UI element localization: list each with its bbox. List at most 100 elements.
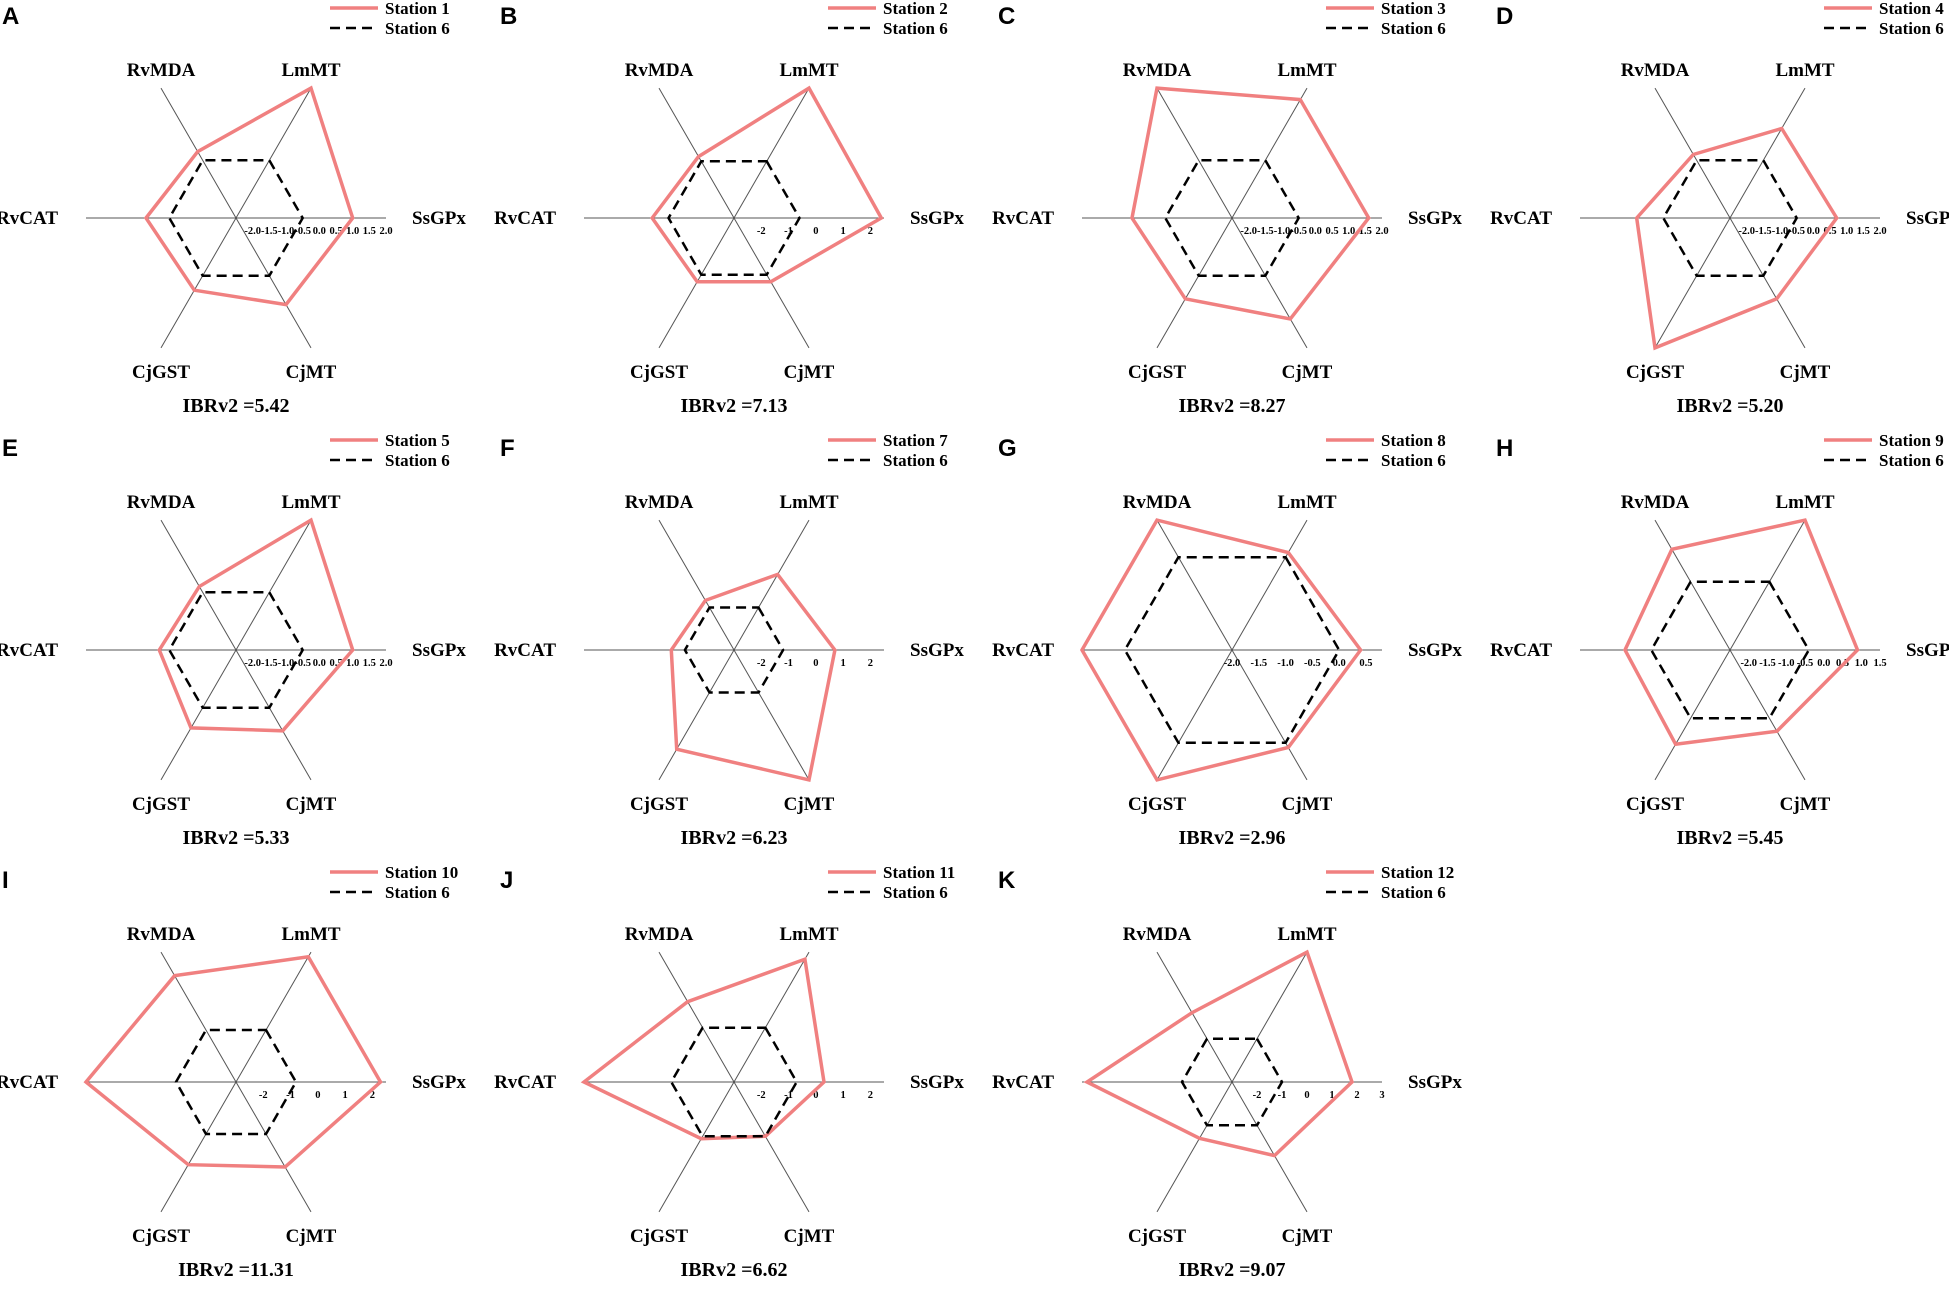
tick-label: -1.0 <box>278 658 295 669</box>
legend-label-station: Station 11 <box>883 863 955 882</box>
axis-label-ssgpx: SsGPx <box>412 640 466 661</box>
axis-line-cjmt <box>733 649 810 781</box>
axis-line-rvmda <box>1654 519 1731 651</box>
axis-label-ssgpx: SsGPx <box>1906 640 1949 661</box>
axis-label-cjgst: CjGST <box>1128 362 1186 383</box>
axis-label-rvcat: RvCAT <box>0 1072 58 1093</box>
axis-line-cjmt <box>235 1081 312 1213</box>
axis-label-ssgpx: SsGPx <box>1408 640 1462 661</box>
series-line-station <box>83 954 383 1169</box>
series-line-reference <box>683 606 785 694</box>
axis-label-cjmt: CjMT <box>1282 362 1333 383</box>
tick-label: 2 <box>370 1090 375 1101</box>
tick-label: 1.5 <box>1359 226 1372 237</box>
tick-label: 1.5 <box>1873 658 1886 669</box>
legend-label-station: Station 1 <box>385 0 450 18</box>
axis-label-lmmt: LmMT <box>1277 492 1336 513</box>
axis-line-cjgst <box>160 649 237 781</box>
axis-label-rvcat: RvCAT <box>0 640 58 661</box>
series-line-station <box>1130 86 1371 321</box>
axis-label-cjgst: CjGST <box>1626 362 1684 383</box>
tick-label: -2.0 <box>1740 658 1757 669</box>
tick-label: -1.0 <box>1772 226 1789 237</box>
panel-letter: F <box>500 435 515 462</box>
tick-label: -2.0 <box>244 658 261 669</box>
panel-letter: H <box>1496 435 1513 462</box>
tick-label: -2.0 <box>1240 226 1257 237</box>
legend-label-station: Station 12 <box>1381 863 1454 882</box>
panel-letter: D <box>1496 3 1513 30</box>
tick-label: -0.5 <box>294 226 311 237</box>
tick-label: 1.0 <box>346 658 359 669</box>
panel-letter: E <box>2 435 18 462</box>
tick-label: 0 <box>1304 1090 1309 1101</box>
axis-line-rvmda <box>658 519 735 651</box>
legend-label-reference: Station 6 <box>1381 883 1446 902</box>
series-line-station <box>1083 949 1355 1158</box>
tick-label: -1.5 <box>261 658 278 669</box>
series-line-station <box>1079 518 1363 782</box>
tick-label: -1 <box>286 1090 295 1101</box>
axis-line-cjmt <box>1231 649 1308 781</box>
axis-label-ssgpx: SsGPx <box>412 208 466 229</box>
legend-label-station: Station 5 <box>385 431 450 450</box>
series-line-reference <box>669 1026 799 1138</box>
tick-label: -1.0 <box>1778 658 1795 669</box>
tick-label: -1.0 <box>1277 658 1294 669</box>
series-line-reference <box>1163 159 1301 277</box>
tick-label: 0 <box>315 1090 320 1101</box>
tick-label: -1.5 <box>261 226 278 237</box>
panel-letter: K <box>998 867 1016 894</box>
legend-label-reference: Station 6 <box>883 19 948 38</box>
tick-label: 0.5 <box>329 658 342 669</box>
legend-label-reference: Station 6 <box>1381 451 1446 470</box>
axis-line-lmmt <box>733 87 810 219</box>
tick-label: -1 <box>784 658 793 669</box>
tick-label: 2.0 <box>379 658 392 669</box>
axis-line-cjgst <box>1654 217 1731 349</box>
series-line-station <box>143 85 355 307</box>
axis-label-cjgst: CjGST <box>1128 794 1186 815</box>
panel-letter: G <box>998 435 1017 462</box>
axis-label-lmmt: LmMT <box>281 924 340 945</box>
axis-label-cjgst: CjGST <box>132 1226 190 1247</box>
axis-line-cjgst <box>1654 649 1731 781</box>
panel-letter: A <box>2 3 19 30</box>
tick-label: 0 <box>813 226 818 237</box>
axis-label-rvmda: RvMDA <box>1123 60 1192 81</box>
axis-label-lmmt: LmMT <box>1775 492 1834 513</box>
tick-label: -0.5 <box>1304 658 1321 669</box>
axis-label-lmmt: LmMT <box>281 60 340 81</box>
axis-label-rvcat: RvCAT <box>0 208 58 229</box>
tick-label: 0.0 <box>1807 226 1820 237</box>
axis-label-cjmt: CjMT <box>286 794 337 815</box>
radar-panel-h: H-2.0-1.5-1.0-0.50.00.51.01.5LmMTSsGPxCj… <box>1490 431 1949 849</box>
axis-line-lmmt <box>1231 87 1308 219</box>
tick-label: -2 <box>1253 1090 1262 1101</box>
tick-label: -0.5 <box>1797 658 1814 669</box>
axis-label-ssgpx: SsGPx <box>910 1072 964 1093</box>
tick-label: -0.5 <box>1788 226 1805 237</box>
panel-letter: C <box>998 3 1015 30</box>
axis-line-cjmt <box>235 649 312 781</box>
ibr-value: IBRv2 =6.23 <box>681 827 788 849</box>
legend-label-station: Station 3 <box>1381 0 1446 18</box>
axis-line-cjmt <box>733 1081 810 1213</box>
axis-label-cjmt: CjMT <box>286 1226 337 1247</box>
axis-line-lmmt <box>235 87 312 219</box>
legend-label-reference: Station 6 <box>1879 451 1944 470</box>
axis-label-cjgst: CjGST <box>132 362 190 383</box>
ibr-value: IBRv2 =5.45 <box>1677 827 1784 849</box>
axis-line-cjgst <box>1156 1081 1233 1213</box>
panel-letter: J <box>500 867 513 894</box>
axis-label-cjgst: CjGST <box>630 362 688 383</box>
axis-label-cjmt: CjMT <box>286 362 337 383</box>
axis-label-rvmda: RvMDA <box>1123 492 1192 513</box>
series-line-station <box>580 956 826 1141</box>
ibr-value: IBRv2 =6.62 <box>681 1259 788 1281</box>
tick-label: 1 <box>840 226 845 237</box>
